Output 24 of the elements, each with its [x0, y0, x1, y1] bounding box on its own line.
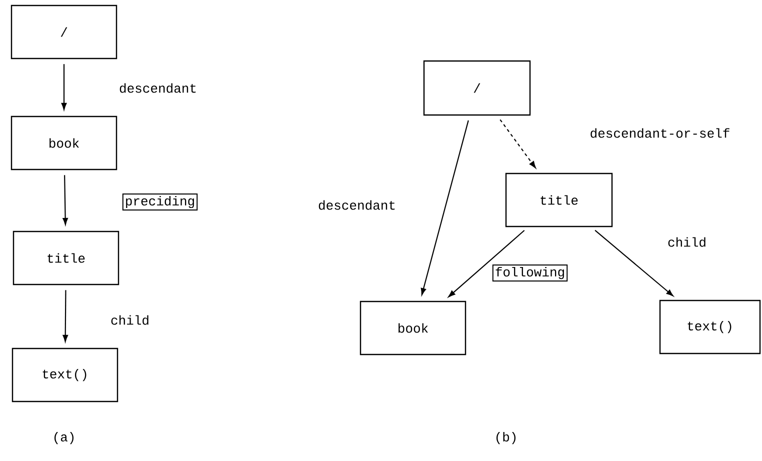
edge-label: child — [666, 236, 708, 248]
arrow — [594, 230, 674, 296]
node-box: title — [12, 230, 120, 286]
edge-label: child — [110, 314, 150, 326]
arrow — [62, 290, 68, 342]
edge-label: descendant-or-self — [588, 127, 732, 139]
arrow — [500, 119, 536, 168]
node-box: book — [10, 116, 118, 170]
node-box: text() — [12, 348, 118, 402]
arrow — [420, 120, 469, 296]
node-box: / — [10, 4, 118, 60]
edge-label: preciding — [122, 193, 198, 211]
arrow — [61, 64, 67, 110]
arrow — [448, 230, 525, 298]
edge-label: descendant — [118, 82, 198, 94]
node-box: book — [360, 300, 466, 356]
node-box: / — [423, 60, 531, 116]
node-box: title — [505, 172, 613, 228]
panel-label: (b) — [496, 432, 516, 444]
panel-label: (a) — [54, 432, 74, 444]
edge-label: following — [492, 264, 568, 282]
arrow — [62, 175, 68, 225]
edge-label: descendant — [317, 199, 397, 211]
node-box: text() — [659, 300, 761, 354]
